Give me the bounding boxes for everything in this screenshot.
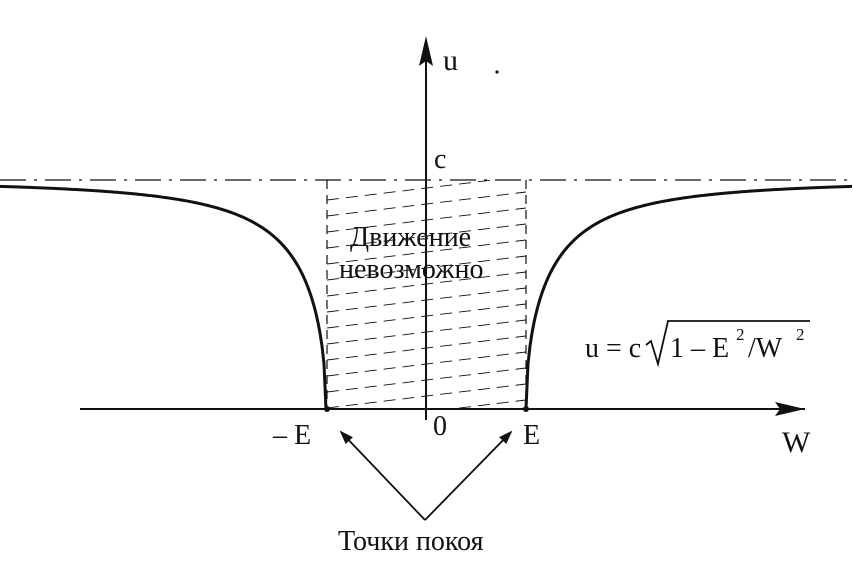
formula-divisor: /W: [748, 333, 783, 364]
velocity-curve-right: [524, 184, 853, 410]
velocity-curve-left: [0, 184, 328, 410]
y-axis-arrowhead: [419, 36, 433, 66]
neg-e-label: – E: [272, 420, 311, 451]
formula-radicand: 1 – E: [670, 333, 729, 364]
formula-radical-sign: [645, 320, 810, 368]
c-label: c: [434, 144, 446, 175]
rest-point-pos-e: [523, 406, 529, 412]
rest-point-neg-e: [324, 406, 330, 412]
origin-label: 0: [433, 411, 447, 442]
rest-points-label: Точки покоя: [338, 526, 484, 557]
formula-exponent-1: 2: [736, 325, 745, 344]
arrow-to-pos-e: [424, 430, 513, 521]
region-label-line2: невозможно: [339, 254, 483, 285]
formula: u = c 1 – E 2 /W 2: [585, 320, 810, 368]
x-axis-arrowhead: [775, 402, 805, 416]
arrow-to-neg-e: [339, 430, 426, 521]
pos-e-label: E: [523, 420, 540, 451]
x-axis-label: W: [782, 426, 811, 459]
formula-exponent-2: 2: [796, 325, 805, 344]
y-axis-label: u: [443, 44, 458, 77]
region-label-line1: Движение: [350, 222, 471, 253]
speck: [495, 70, 499, 74]
formula-lhs: u = c: [585, 333, 641, 364]
